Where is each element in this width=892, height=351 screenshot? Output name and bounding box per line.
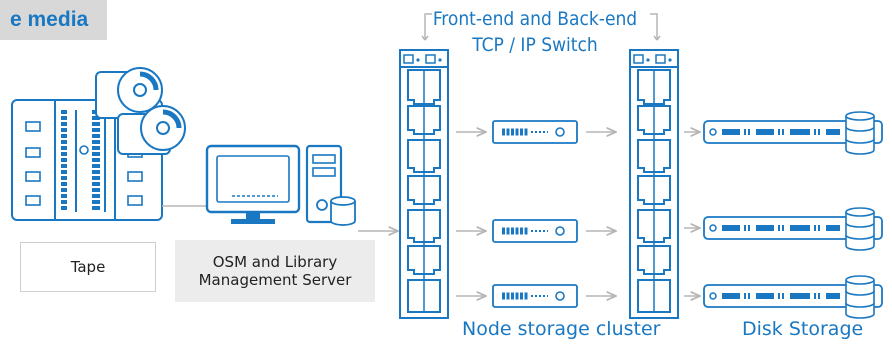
disk-storage-label: Disk Storage — [742, 318, 864, 340]
server-icon — [205, 144, 356, 226]
node-row-1 — [456, 111, 883, 155]
cluster-label: Node storage cluster — [462, 318, 661, 340]
storage-node-icon — [492, 284, 578, 308]
section-tab: e media — [0, 0, 107, 40]
tape-label: Tape — [20, 242, 156, 292]
server-label-line1: OSM and Library — [212, 253, 338, 271]
storage-node-icon — [492, 120, 578, 144]
node-row-3 — [456, 275, 883, 319]
title-bracket-icon — [421, 13, 661, 41]
server-label: OSM and Library Management Server — [175, 240, 375, 302]
back-end-switch-icon — [629, 49, 679, 319]
server-label-line2: Management Server — [198, 271, 352, 289]
disk-storage-icon — [703, 275, 883, 319]
tape-cartridge-icon — [95, 67, 186, 155]
switch-title: Front-end and Back-end TCP / IP Switch — [420, 6, 650, 58]
node-row-2 — [456, 207, 883, 251]
switch-title-line2: TCP / IP Switch — [472, 34, 598, 56]
disk-storage-icon — [703, 111, 883, 155]
front-end-switch-icon — [399, 49, 449, 319]
switch-title-line1: Front-end and Back-end — [432, 8, 638, 30]
disk-storage-icon — [703, 207, 883, 251]
storage-node-icon — [492, 219, 578, 243]
tape-label-text: Tape — [70, 258, 106, 276]
